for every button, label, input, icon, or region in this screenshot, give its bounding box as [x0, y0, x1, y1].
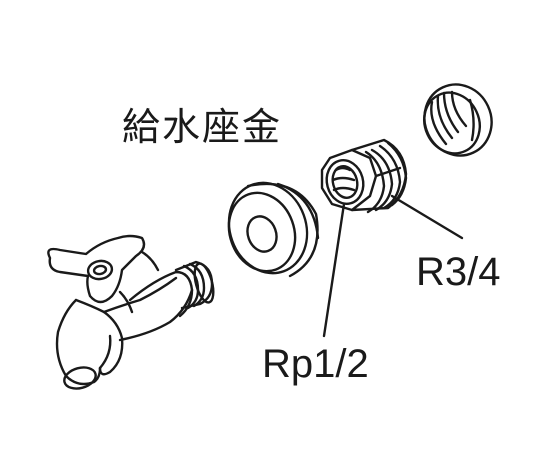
thread-label-r3-4: R3/4	[416, 250, 501, 294]
leader-line-r3-4	[390, 194, 464, 240]
title-label: 給水座金	[122, 105, 283, 149]
gasket-ring	[423, 83, 493, 157]
threaded-bushing	[320, 138, 408, 214]
supply-seat-washer	[227, 181, 320, 278]
faucet	[47, 234, 215, 390]
thread-label-rp1-2: Rp1/2	[262, 342, 369, 386]
leader-line-rp1-2	[322, 202, 346, 338]
